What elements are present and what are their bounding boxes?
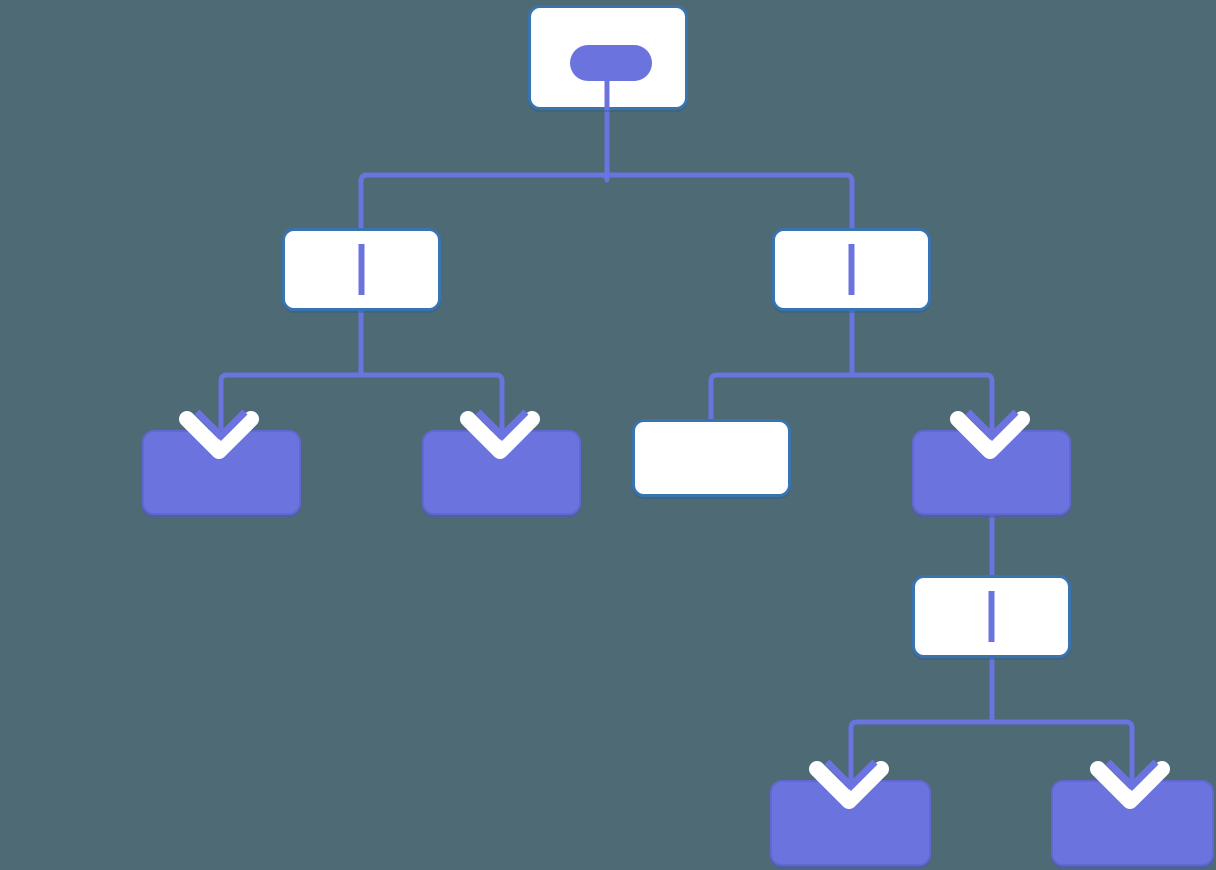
- edge-l2-left-to-l3-a: [218, 311, 364, 430]
- root-pill-marker: [570, 45, 652, 81]
- edges-group: [218, 110, 1135, 780]
- node-l3-b[interactable]: [422, 430, 581, 515]
- node-l3-d[interactable]: [912, 430, 1071, 515]
- node-l3-a[interactable]: [142, 430, 301, 515]
- node-l5-b[interactable]: [1051, 780, 1214, 866]
- node-l2-left[interactable]: [282, 228, 441, 311]
- edge-root-to-l2-left: [358, 110, 610, 228]
- node-l5-a[interactable]: [770, 780, 931, 866]
- edge-l4-a-to-l5-a: [848, 658, 995, 780]
- node-l3-c[interactable]: [632, 419, 791, 497]
- edge-l4-a-to-l5-b: [992, 719, 1135, 780]
- node-root[interactable]: [528, 5, 688, 110]
- edge-l2-right-to-l3-d: [852, 372, 995, 430]
- edge-l2-right-to-l3-c: [708, 311, 855, 419]
- edge-root-to-l2-right: [607, 172, 855, 228]
- node-l4-a[interactable]: [912, 575, 1071, 658]
- edge-l2-left-to-l3-b: [361, 372, 505, 430]
- node-l2-right[interactable]: [772, 228, 931, 311]
